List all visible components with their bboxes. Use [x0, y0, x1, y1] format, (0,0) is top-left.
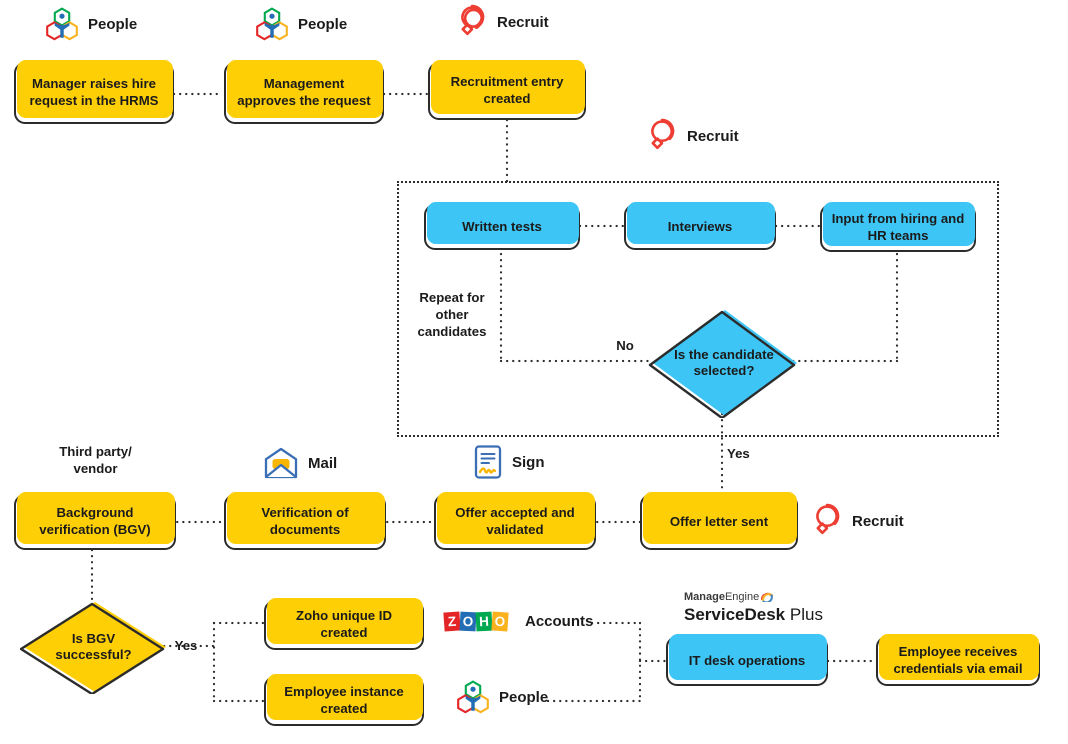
badge-label: People [298, 15, 348, 33]
badge-label: Mail [308, 454, 338, 472]
node-recruitment-entry-created[interactable]: Recruitment entry created [428, 60, 586, 120]
edge-label-yes-candidate: Yes [727, 446, 750, 461]
label-repeat-for-other-candidates: Repeat for other candidates [417, 290, 487, 340]
badge-recruit-3: Recruit [810, 501, 904, 541]
edge-label-yes-bgv: Yes [174, 638, 198, 653]
edge-label-no: No [616, 338, 634, 353]
recruitment-stage-group [397, 181, 999, 437]
node-background-verification-bgv[interactable]: Background verification (BGV) [14, 492, 176, 550]
badge-people-3: People [455, 679, 548, 715]
badge-label: People [499, 688, 549, 706]
node-verification-of-documents[interactable]: Verification of documents [224, 492, 386, 550]
node-offer-letter-sent[interactable]: Offer letter sent [640, 492, 798, 550]
badge-label: People [88, 15, 138, 33]
label-third-party-vendor: Third party/ vendor [59, 444, 132, 477]
badge-label: Sign [512, 453, 545, 471]
badge-mail: Mail [262, 446, 337, 480]
node-input-from-hiring-and-hr-teams[interactable]: Input from hiring and HR teams [820, 202, 976, 252]
people-icon [455, 679, 491, 715]
node-employee-receives-credentials[interactable]: Employee receives credentials via email [876, 634, 1040, 686]
people-icon [254, 6, 290, 42]
badge-people-2: People [254, 6, 347, 42]
decision-is-bgv-successful[interactable]: Is BGV successful? [20, 600, 168, 694]
recruit-icon [810, 501, 844, 541]
decision-label: Is BGV successful? [55, 630, 132, 663]
badge-people-1: People [44, 6, 137, 42]
node-zoho-unique-id-created[interactable]: Zoho unique ID created [264, 598, 424, 650]
badge-sign: Sign [472, 444, 545, 480]
badge-label: Accounts [525, 613, 594, 630]
badge-recruit-2: Recruit [645, 116, 739, 156]
diamond-shape [648, 310, 797, 418]
mail-icon [262, 446, 300, 480]
node-manager-raises-hire-request[interactable]: Manager raises hire request in the HRMS [14, 60, 174, 124]
badge-recruit-1: Recruit [455, 2, 549, 42]
node-management-approves[interactable]: Management approves the request [224, 60, 384, 124]
node-employee-instance-created[interactable]: Employee instance created [264, 674, 424, 726]
people-icon [44, 6, 80, 42]
servicedesk-plus-wordmark: ServiceDesk Plus [684, 605, 823, 624]
recruit-icon [645, 116, 679, 156]
node-offer-accepted-and-validated[interactable]: Offer accepted and validated [434, 492, 596, 550]
recruit-icon [455, 2, 489, 42]
sign-icon [472, 444, 504, 480]
badge-label: Recruit [852, 512, 904, 530]
badge-label: Recruit [497, 13, 549, 31]
diamond-shape [20, 602, 166, 694]
node-it-desk-operations[interactable]: IT desk operations [666, 634, 828, 686]
badge-label: Recruit [687, 127, 739, 145]
node-interviews[interactable]: Interviews [624, 202, 776, 250]
manageengine-swoosh-icon [761, 592, 774, 602]
decision-is-candidate-selected[interactable]: Is the candidate selected? [648, 308, 798, 418]
node-written-tests[interactable]: Written tests [424, 202, 580, 250]
decision-label: Is the candidate selected? [674, 346, 774, 379]
